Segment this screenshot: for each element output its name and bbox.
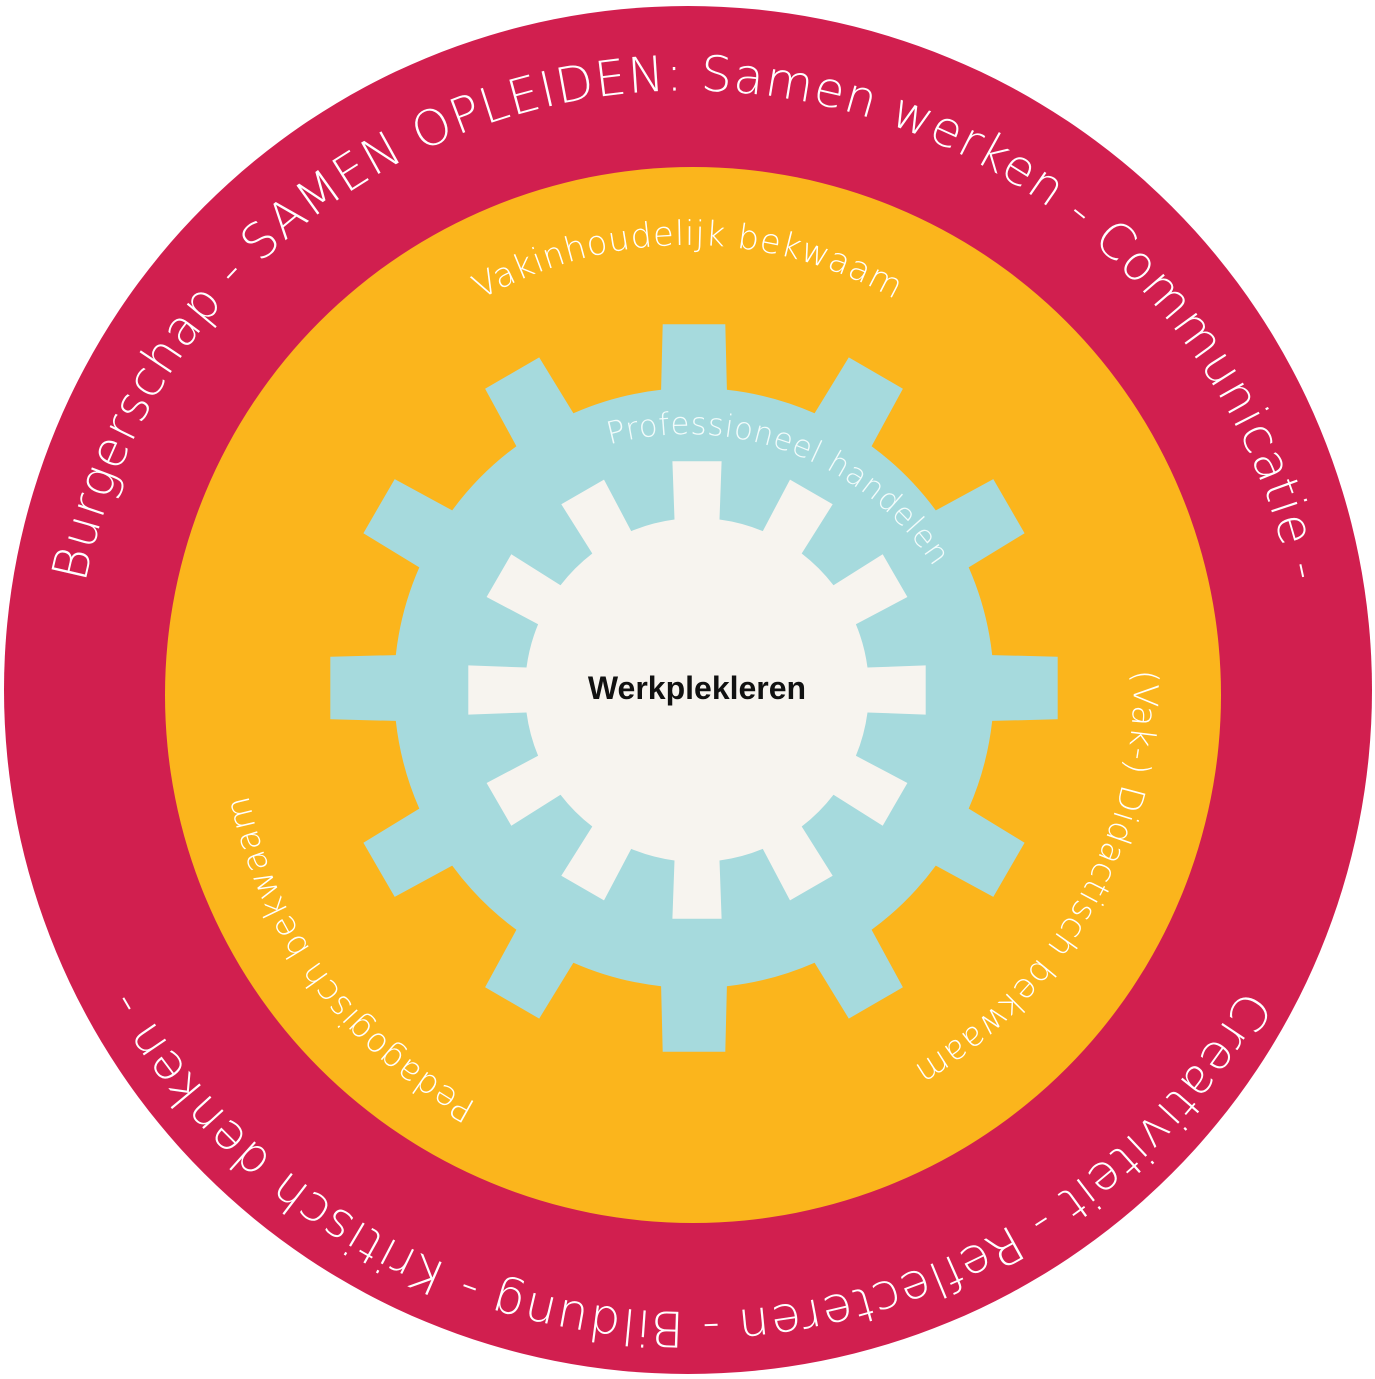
inner-gear (468, 461, 926, 919)
center-label: Werkplekleren (588, 670, 806, 706)
